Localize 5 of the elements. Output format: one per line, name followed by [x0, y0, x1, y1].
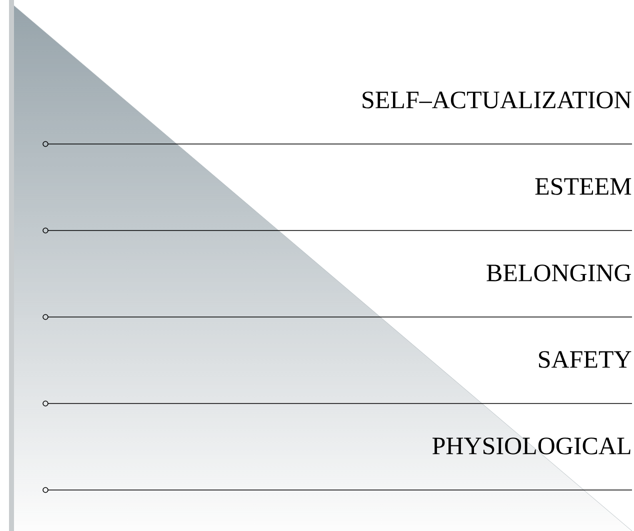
- level-label: PHYSIOLOGICAL: [432, 438, 630, 454]
- level-label: SAFETY: [539, 351, 632, 368]
- level-label: SELF–ACTUALIZATION: [362, 92, 632, 108]
- level-label: ESTEEM: [535, 178, 632, 195]
- level-label: BELONGING: [486, 264, 631, 282]
